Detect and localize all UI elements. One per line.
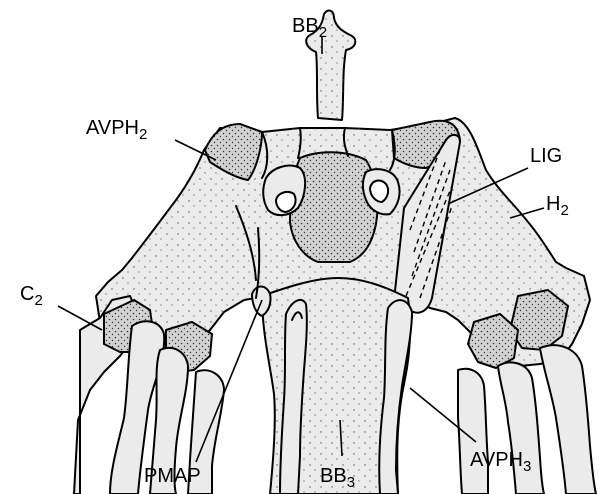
leader-c2	[58, 306, 102, 330]
label-lig: LIG	[530, 145, 562, 167]
label-pmap: PMAP	[144, 465, 201, 487]
label-avph2: AVPH2	[86, 117, 147, 143]
central-plate	[290, 152, 378, 262]
foramen-left	[263, 166, 305, 215]
label-h2: H2	[546, 193, 569, 219]
label-c2: C2	[20, 283, 43, 309]
